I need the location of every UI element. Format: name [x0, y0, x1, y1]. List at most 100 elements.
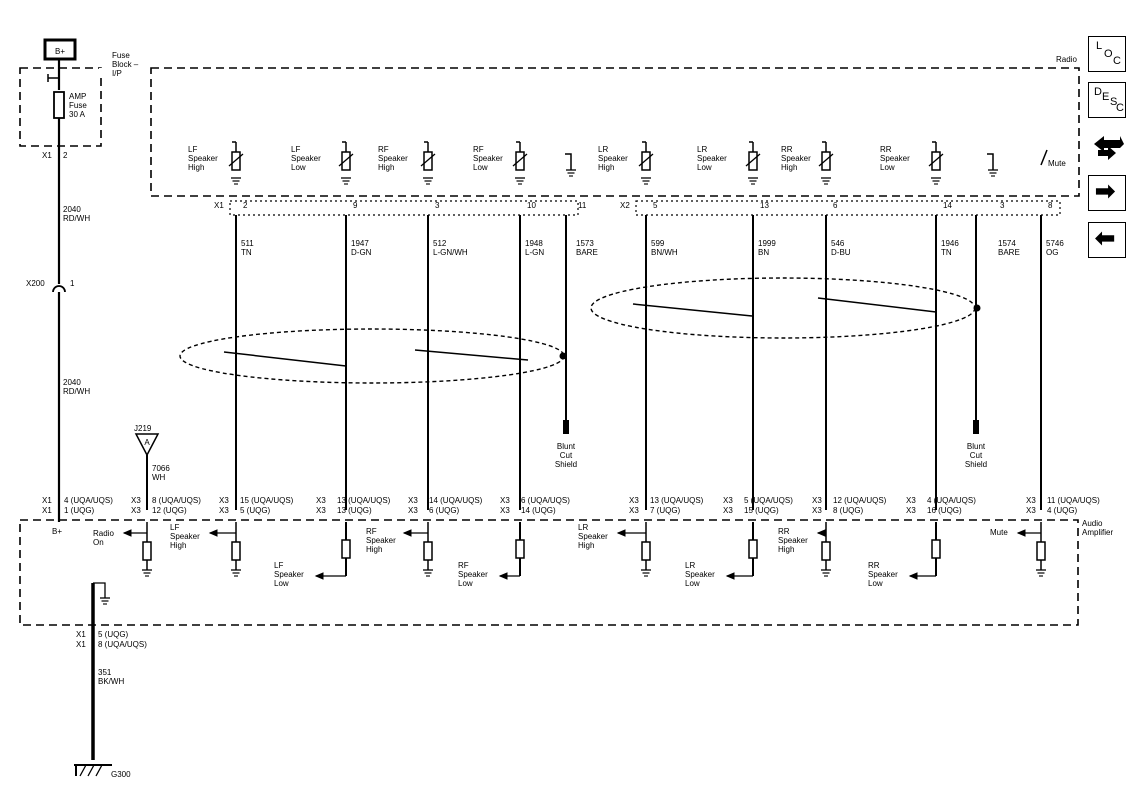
ground-p1: 5 (UQG): [98, 630, 129, 639]
radio-output-10-color: OG: [1046, 248, 1058, 257]
amp-high-2-label-line-1: Speaker: [578, 532, 608, 541]
amp-connector-9-p1: 4 (UQA/UQS): [927, 496, 976, 505]
loc-letter-o: O: [1104, 48, 1113, 60]
radio-output-6-label-line-0: LR: [697, 145, 707, 154]
radio-output-2-adjust: [420, 153, 436, 167]
amp-low-2-resistor: [748, 539, 758, 559]
radio-output-2-label-line-0: RF: [378, 145, 389, 154]
amp-connector-1-p2: 12 (UQG): [152, 506, 187, 515]
x200-connector-symbol: [52, 285, 66, 293]
radio-connector-x2: X2: [620, 201, 630, 210]
left-arrow-icon: ⬅: [1095, 225, 1116, 252]
upper-circuit: 2040: [63, 205, 81, 214]
amp-mute-arrow-head: [1016, 529, 1026, 537]
radio-output-2-label-line-1: Speaker: [378, 154, 408, 163]
x200-pin: 1: [70, 279, 75, 288]
shield-right-blunt-cut: [973, 420, 979, 434]
amp-low-3-label-line-1: Speaker: [868, 570, 898, 579]
amp-high-3-arrow-head: [816, 529, 826, 537]
radio-output-1-pin: 9: [353, 201, 358, 210]
radio-output-4-circuit: 1573: [576, 239, 594, 248]
radio-output-9-ground-wire: [987, 153, 994, 170]
loc-letter-c: C: [1113, 55, 1121, 67]
radio-output-8-label-line-1: Speaker: [880, 154, 910, 163]
g300-hatch: [79, 764, 103, 777]
amp-bplus: B+: [52, 527, 62, 536]
fuse-symbol: [53, 91, 65, 119]
radio-output-4-ground-wire: [565, 153, 572, 170]
radio-output-6-label-line-2: Low: [697, 163, 712, 172]
amp-high-0-label-line-0: LF: [170, 523, 179, 532]
amp-low-3-label-line-2: Low: [868, 579, 883, 588]
amp-connector-0-p1: 4 (UQA/UQS): [64, 496, 113, 505]
radio-output-3-element: [515, 151, 525, 171]
amp-mute-load-resistor: [1036, 541, 1046, 561]
previous-page-button[interactable]: ⬅: [1088, 222, 1126, 258]
amp-connector-5-c2: X3: [500, 506, 510, 515]
ground-p2: 8 (UQA/UQS): [98, 640, 147, 649]
amp-connector-7-p1: 5 (UQA/UQS): [744, 496, 793, 505]
description-button[interactable]: D E S C: [1088, 82, 1126, 118]
radio-output-7-label-line-0: RR: [781, 145, 793, 154]
radio-output-5-circuit: 599: [651, 239, 665, 248]
radio-output-0-label-line-2: High: [188, 163, 204, 172]
amp-high-1-label-line-2: High: [366, 545, 382, 554]
radio-output-8-color: TN: [941, 248, 952, 257]
connector-tools-button[interactable]: [1090, 126, 1126, 166]
radio-output-3-pin: 10: [527, 201, 536, 210]
amp-high-1-label-line-1: Speaker: [366, 536, 396, 545]
shield-left-drain: [559, 352, 567, 360]
radio-output-1-circuit: 1947: [351, 239, 369, 248]
radio-output-3-label-line-2: Low: [473, 163, 488, 172]
amp-connector-0-c2: X1: [42, 506, 52, 515]
shield-right-ellipse: [590, 277, 976, 339]
amp-connector-4-p1: 14 (UQA/UQS): [429, 496, 483, 505]
amp-connector-2-p1: 15 (UQA/UQS): [240, 496, 294, 505]
radio-output-0-label-line-0: LF: [188, 145, 197, 154]
ground-color: BK/WH: [98, 677, 124, 686]
radio-output-6-element: [748, 151, 758, 171]
location-button[interactable]: L O C: [1088, 36, 1126, 72]
amp-low-1-label-line-2: Low: [458, 579, 473, 588]
amp-low-1-arrow-head: [498, 572, 508, 580]
amp-low-3-resistor: [931, 539, 941, 559]
amp-connector-1-c1: X3: [131, 496, 141, 505]
j219-triangle: [134, 433, 160, 457]
amp-connector-9-p2: 16 (UQG): [927, 506, 962, 515]
radio-output-1-adjust: [338, 153, 354, 167]
j219-circuit: 7066: [152, 464, 170, 473]
j219-label: J219: [134, 424, 152, 433]
shield-right-label-line-2: Shield: [965, 460, 987, 469]
amp-connector-5-p2: 14 (UQG): [521, 506, 556, 515]
amp-connector-10-p1: 11 (UQA/UQS): [1047, 496, 1100, 505]
amp-connector-0-p2: 1 (UQG): [64, 506, 95, 515]
radio-output-4-color: BARE: [576, 248, 598, 257]
radio-output-3-adjust: [512, 153, 528, 167]
radio-output-10-pin: 8: [1048, 201, 1053, 210]
amp-connector-8-c1: X3: [812, 496, 822, 505]
radio-output-0-pin: 2: [243, 201, 248, 210]
amp-connector-7-c2: X3: [723, 506, 733, 515]
x2-connector-outline: [635, 200, 1061, 216]
amp-low-0-resistor: [341, 539, 351, 559]
desc-letter-c: C: [1116, 102, 1124, 114]
amp-connector-2-c1: X3: [219, 496, 229, 505]
amp-connector-8-c2: X3: [812, 506, 822, 515]
x200-label: X200: [26, 279, 45, 288]
amp-low-1-label-line-1: Speaker: [458, 570, 488, 579]
next-page-button[interactable]: ➡: [1088, 175, 1126, 211]
amp-connector-10-p2: 4 (UQG): [1047, 506, 1078, 515]
radio-output-8-pin: 14: [943, 201, 952, 210]
fuse-block-box: [19, 67, 102, 147]
shield-left-blunt-cut: [563, 420, 569, 434]
radio-output-7-circuit: 546: [831, 239, 845, 248]
twist-rf: [414, 349, 529, 361]
ground-c2: X1: [76, 640, 86, 649]
radio-connector-x1: X1: [214, 201, 224, 210]
amp-high-0-label-line-1: Speaker: [170, 532, 200, 541]
amp-connector-4-p2: 6 (UQG): [429, 506, 460, 515]
amp-connector-5-p1: 6 (UQA/UQS): [521, 496, 570, 505]
mute-switch: [1040, 149, 1048, 166]
radio-output-5-label-line-2: High: [598, 163, 614, 172]
radio-on-load-resistor: [142, 541, 152, 561]
